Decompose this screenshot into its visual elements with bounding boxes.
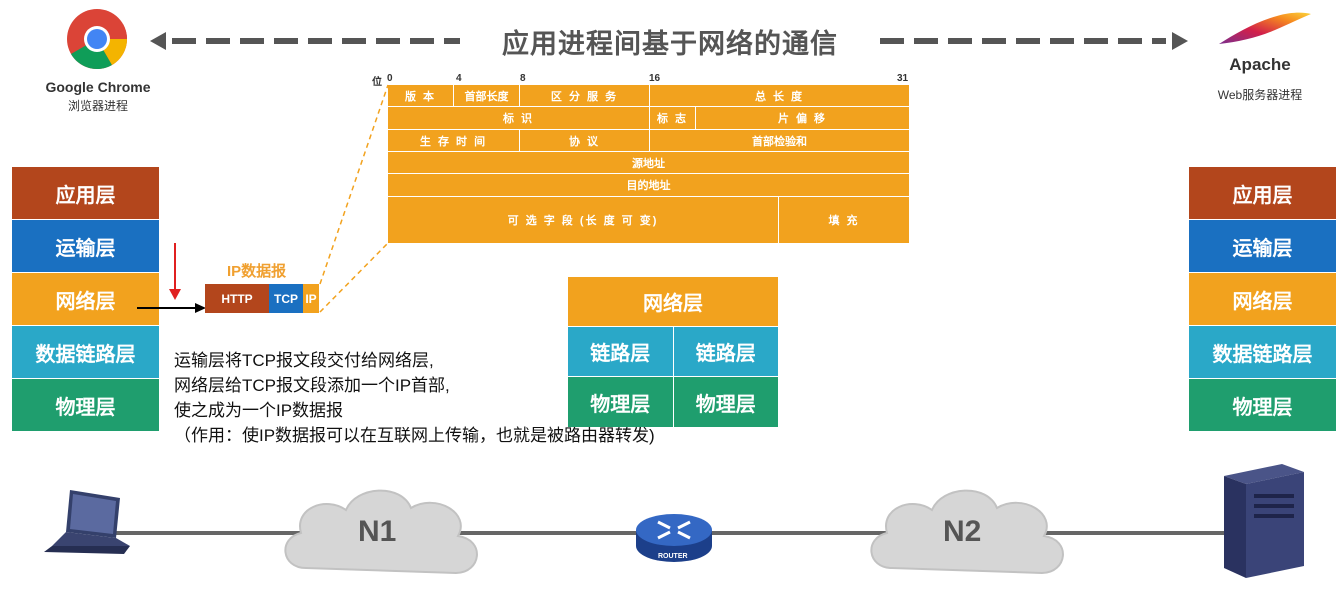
field-version: 版 本: [388, 85, 454, 106]
left-layer-stack: 应用层 运输层 网络层 数据链路层 物理层: [12, 167, 159, 432]
bit-4: 4: [456, 73, 462, 84]
datagram-ip: IP: [303, 284, 319, 313]
field-total-length: 总 长 度: [754, 90, 805, 103]
apache-sub: Web服务器进程: [1217, 88, 1303, 102]
server-icon: [1224, 464, 1304, 578]
right-application-layer: 应用层: [1189, 167, 1336, 220]
header-row-4: 源地址: [388, 152, 909, 174]
router-network-row: 网络层: [568, 277, 778, 327]
explanation-line-3: 使之成为一个IP数据报: [174, 401, 344, 420]
router-layer-stack: 网络层 链路层 链路层 物理层 物理层: [568, 277, 778, 427]
cloud-n1-icon: [284, 489, 478, 575]
cloud-n2-label: N2: [943, 515, 982, 548]
right-datalink-layer: 数据链路层: [1189, 326, 1336, 379]
ip-datagram: HTTP TCP IP: [205, 284, 319, 313]
bit-16: 16: [649, 73, 661, 84]
header-row-3: 生 存 时 间 协 议 首部检验和: [388, 130, 909, 152]
router-link-right: 链路层: [673, 327, 778, 376]
apache-name: Apache: [1229, 55, 1291, 74]
router-phys-left: 物理层: [568, 377, 674, 427]
field-source-address: 源地址: [632, 157, 665, 170]
router-link-left: 链路层: [568, 327, 674, 376]
router-phys-row: 物理层 物理层: [568, 377, 778, 427]
right-layer-stack: 应用层 运输层 网络层 数据链路层 物理层: [1189, 167, 1336, 432]
laptop-icon: [44, 490, 130, 554]
right-dashes: [880, 38, 1166, 44]
field-flags: 标 志: [650, 107, 696, 129]
arrow-left-head: [150, 32, 166, 50]
header-row-2: 标 识 标 志 片 偏 移: [388, 107, 909, 130]
red-down-arrow: [169, 243, 181, 300]
left-physical-layer: 物理层: [12, 379, 159, 432]
right-transport-layer: 运输层: [1189, 220, 1336, 273]
left-dashes: [172, 38, 460, 44]
router-network-layer: 网络层: [643, 293, 703, 315]
field-header-length: 首部长度: [454, 85, 520, 106]
field-fragment-offset: 片 偏 移: [777, 113, 828, 125]
right-physical-layer: 物理层: [1189, 379, 1336, 432]
explanation-line-1: 运输层将TCP报文段交付给网络层,: [174, 351, 434, 370]
header-row-5: 目的地址: [388, 174, 909, 197]
communication-arrow: [150, 32, 1188, 50]
cloud-n1-label: N1: [358, 515, 397, 548]
field-dscp: 区 分 服 务: [520, 85, 650, 106]
diagram-title: 应用进程间基于网络的通信: [502, 29, 838, 59]
field-destination-address: 目的地址: [626, 180, 671, 192]
router-link-row: 链路层 链路层: [568, 327, 778, 377]
explanation-line-4: （作用：使IP数据报可以在互联网上传输，也就是被路由器转发): [174, 426, 655, 445]
header-row-6: 可 选 字 段 (长 度 可 变) 填 充: [388, 197, 909, 243]
ip-header-table: 版 本 首部长度 区 分 服 务 总 长 度 标 识 标 志 片 偏 移 生 存…: [388, 85, 909, 243]
arrow-right-head: [1172, 32, 1188, 50]
explanation-line-2: 网络层给TCP报文段添加一个IP首部,: [174, 376, 450, 395]
black-right-arrow: [137, 303, 206, 313]
bit-prefix: 位: [372, 77, 382, 88]
cloud-n2-icon: [870, 489, 1064, 575]
right-network-layer: 网络层: [1189, 273, 1336, 326]
datagram-http: HTTP: [205, 284, 269, 313]
chrome-name: Google Chrome: [45, 79, 151, 95]
field-checksum: 首部检验和: [752, 135, 807, 148]
left-datalink-layer: 数据链路层: [12, 326, 159, 379]
bit-0: 0: [387, 73, 393, 84]
router-icon: [636, 514, 712, 562]
bit-31: 31: [897, 73, 909, 84]
chrome-sub: 浏览器进程: [67, 99, 128, 113]
chrome-logo-icon: [67, 9, 128, 70]
apache-feather-icon: [1219, 12, 1311, 45]
field-padding: 填 充: [828, 215, 860, 227]
left-transport-layer: 运输层: [12, 220, 159, 273]
bit-8: 8: [520, 73, 526, 84]
zoom-lines: [319, 84, 389, 313]
left-application-layer: 应用层: [12, 167, 159, 220]
router-phys-right: 物理层: [673, 377, 778, 427]
field-ttl: 生 存 时 间: [388, 130, 520, 151]
explanation-text: 运输层将TCP报文段交付给网络层, 网络层给TCP报文段添加一个IP首部, 使之…: [174, 348, 655, 448]
field-identification: 标 识: [388, 107, 650, 129]
ip-datagram-title: IP数据报: [227, 263, 287, 280]
left-network-layer: 网络层: [12, 273, 159, 326]
header-row-1: 版 本 首部长度 区 分 服 务 总 长 度: [388, 85, 909, 107]
field-protocol: 协 议: [520, 130, 650, 151]
datagram-tcp: TCP: [269, 284, 303, 313]
field-options: 可 选 字 段 (长 度 可 变): [388, 197, 779, 243]
router-label: ROUTER: [658, 553, 688, 560]
